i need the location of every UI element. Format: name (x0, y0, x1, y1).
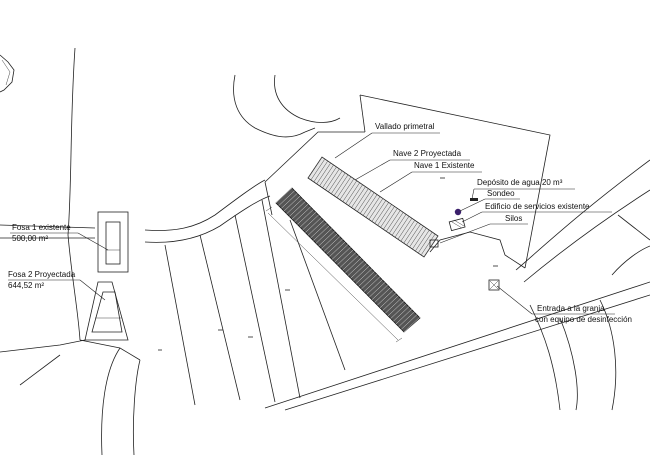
sondeo-icon (454, 208, 462, 216)
silos-icon (429, 239, 439, 248)
nave-1-building (275, 187, 421, 333)
label-vallado: Vallado primetral (375, 122, 435, 131)
label-nave-1: Nave 1 Existente (414, 161, 475, 170)
label-nave-2: Nave 2 Proyectada (393, 149, 462, 158)
label-sondeo: Sondeo (487, 189, 515, 198)
label-fosa-1-name: Fosa 1 existente (12, 223, 71, 232)
dimension-line (265, 206, 403, 343)
fosa-2 (84, 281, 129, 341)
label-entrada-1: Entrada a la granja (537, 304, 605, 313)
label-edificio: Edificio de servicios existente (485, 202, 590, 211)
label-fosa-1-area: 500,00 m² (12, 234, 48, 243)
fosa-1 (97, 211, 129, 273)
nave-2-building (307, 156, 439, 258)
label-deposito: Depósito de agua 20 m³ (477, 178, 563, 187)
label-fosa-2-area: 644,52 m² (8, 281, 44, 290)
service-items (429, 198, 500, 291)
leader-lines (8, 132, 615, 315)
label-fosa-2-name: Fosa 2 Proyectada (8, 270, 76, 279)
label-silos: Silos (505, 214, 522, 223)
label-entrada-2: con equipo de desinfección (535, 315, 632, 324)
map-ticks (158, 177, 498, 351)
plan-labels: Vallado primetral Nave 2 Proyectada Nave… (8, 122, 632, 324)
edificio-servicios-icon (448, 217, 466, 232)
entrada-icon (488, 279, 500, 291)
deposito-icon (470, 198, 478, 201)
